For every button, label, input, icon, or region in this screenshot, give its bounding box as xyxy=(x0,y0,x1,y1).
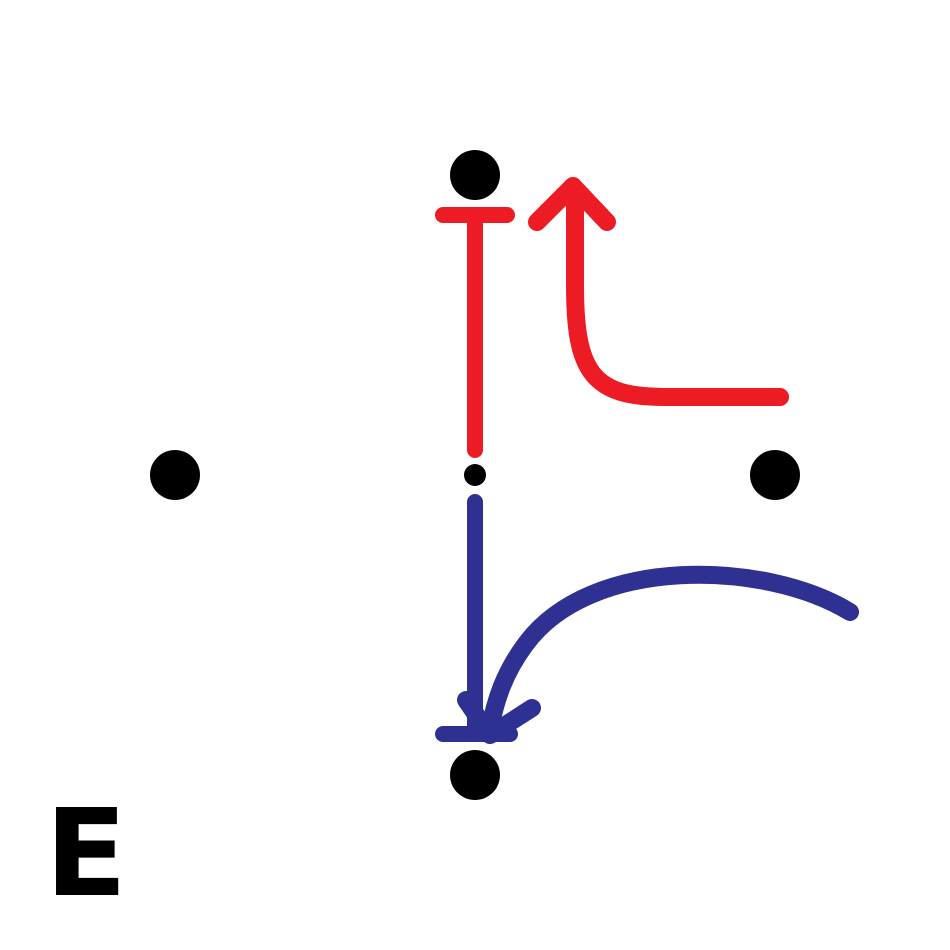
blue-curved-arrow-shaft xyxy=(481,565,859,739)
red-curved-arrow xyxy=(528,177,789,406)
dots-group xyxy=(150,150,800,800)
dot-bottom xyxy=(450,750,500,800)
dot-top xyxy=(450,150,500,200)
arrow-up-icon xyxy=(528,177,616,231)
dot-center xyxy=(464,464,486,486)
arrow-down-icon xyxy=(457,691,541,744)
dot-left xyxy=(150,450,200,500)
red-t-bar xyxy=(435,207,515,458)
dot-right xyxy=(750,450,800,500)
blue-curved-arrow xyxy=(457,565,859,744)
red-curved-arrow-shaft xyxy=(566,181,789,406)
panel-label: E xyxy=(45,785,127,924)
